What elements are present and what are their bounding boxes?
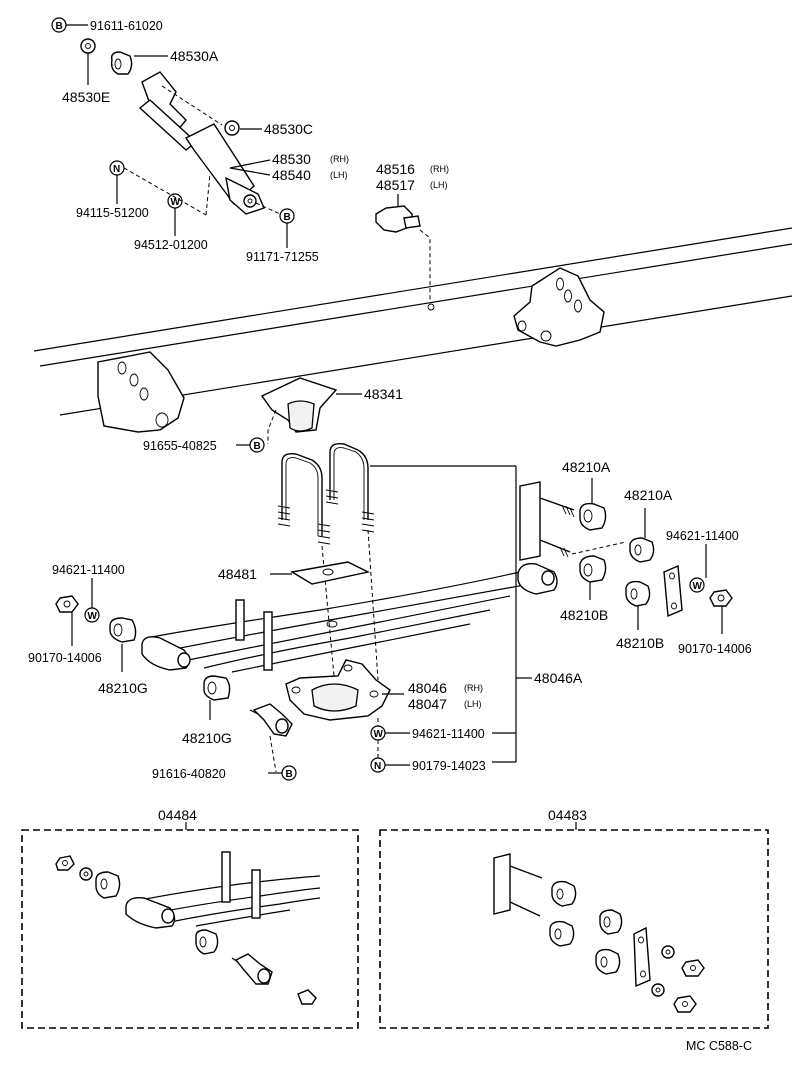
label-94621-11400-c: 94621-11400: [412, 727, 485, 741]
label-48210b-1: 48210B: [560, 607, 608, 623]
label-48517: 48517: [376, 177, 415, 193]
label-94621-11400-r: 94621-11400: [666, 529, 739, 543]
front-bushing-group: 94621-11400 W 90170-14006 48210G: [28, 563, 148, 696]
marker-b-text: B: [56, 21, 63, 32]
kit-04483-group: 04483: [379, 807, 769, 1029]
label-48530a: 48530A: [170, 48, 219, 64]
u-bolt-right-icon: [329, 442, 369, 520]
rear-shackle-group: 48210A 48210A 48210B 48210B 94621-11400 …: [519, 459, 752, 656]
label-48341: 48341: [364, 386, 403, 402]
shock-absorber-group: B 91611-61020 48530E 48530A 48530C 48530…: [51, 17, 449, 311]
svg-text:W: W: [374, 729, 384, 740]
svg-text:W: W: [171, 197, 181, 208]
suffix-rh-48516: (RH): [430, 164, 449, 174]
bushing-48530c-icon: [224, 120, 240, 136]
label-48516: 48516: [376, 161, 415, 177]
suffix-rh-48046: (RH): [464, 683, 483, 693]
svg-text:B: B: [284, 212, 291, 223]
kit-04483-box: [379, 829, 769, 1029]
nut-90170-14006-r-icon: [709, 589, 733, 607]
suffix-lh-48540: (LH): [330, 170, 348, 180]
bumper-48341-group: 48341 B 91655-40825: [143, 377, 403, 453]
label-48530: 48530: [272, 151, 311, 167]
kit-04484-group: 04484: [21, 807, 359, 1029]
bushing-48210b-2-icon: [625, 580, 651, 607]
svg-text:W: W: [693, 581, 703, 592]
label-48210b-2: 48210B: [616, 635, 664, 651]
label-48530c: 48530C: [264, 121, 313, 137]
shackle-plate-icon: [519, 481, 541, 561]
label-94115-51200: 94115-51200: [76, 206, 149, 220]
spring-plate-48481-icon: [290, 561, 371, 585]
label-48210g-1: 48210G: [98, 680, 148, 696]
bushing-48210a-2-icon: [629, 537, 655, 563]
suffix-lh-48517: (LH): [430, 180, 448, 190]
nut-90170-14006-l-icon: [55, 595, 79, 613]
label-91655-40825: 91655-40825: [143, 439, 217, 453]
label-94621-11400-l: 94621-11400: [52, 563, 125, 577]
svg-text:N: N: [374, 761, 381, 772]
u-bolt-group: 48046A: [277, 442, 583, 762]
frame-rail-group: [33, 227, 792, 433]
label-90170-14006-r: 90170-14006: [678, 642, 752, 656]
label-48530e: 48530E: [62, 89, 110, 105]
label-kit-04484: 04484: [158, 807, 197, 823]
washer-48530e-icon: [80, 38, 96, 54]
label-48481: 48481: [218, 566, 257, 582]
suffix-rh-48530: (RH): [330, 154, 349, 164]
label-94512-01200: 94512-01200: [134, 238, 208, 252]
label-48047: 48047: [408, 696, 447, 712]
svg-text:B: B: [286, 769, 293, 780]
svg-text:B: B: [254, 441, 261, 452]
spring-seat-group: 48046 (RH) 48047 (LH) W 94621-11400 N 90…: [285, 659, 516, 773]
label-90170-14006-l: 90170-14006: [28, 651, 102, 665]
label-91611-61020: 91611-61020: [90, 19, 163, 33]
marker-w-l-icon: [84, 607, 100, 623]
label-48046a: 48046A: [534, 670, 583, 686]
label-91171-71255: 91171-71255: [246, 250, 319, 264]
u-bolt-left-icon: [281, 452, 323, 536]
leaf-spring-group: [141, 563, 558, 673]
diagram-code: MC C588-C: [686, 1039, 752, 1053]
marker-w-r-icon: [689, 577, 705, 593]
svg-text:W: W: [88, 611, 98, 622]
label-91616-40820: 91616-40820: [152, 767, 226, 781]
suffix-lh-48047: (LH): [464, 699, 482, 709]
shackle-side-plate-icon: [663, 564, 683, 618]
rear-shackle-bracket-icon: [513, 267, 605, 347]
front-hanger-bracket-icon: [97, 351, 185, 433]
front-bolt-group: 48210G B 91616-40820: [152, 675, 297, 781]
kit-04484-box: [21, 829, 359, 1029]
label-90179-14023: 90179-14023: [412, 759, 486, 773]
label-48210a-1: 48210A: [562, 459, 611, 475]
label-kit-04483: 04483: [548, 807, 587, 823]
label-48210a-2: 48210A: [624, 487, 673, 503]
spring-plate-48481-group: 48481: [218, 561, 371, 585]
label-48540: 48540: [272, 167, 311, 183]
label-48046: 48046: [408, 680, 447, 696]
svg-text:N: N: [113, 164, 120, 175]
label-48210g-2: 48210G: [182, 730, 232, 746]
